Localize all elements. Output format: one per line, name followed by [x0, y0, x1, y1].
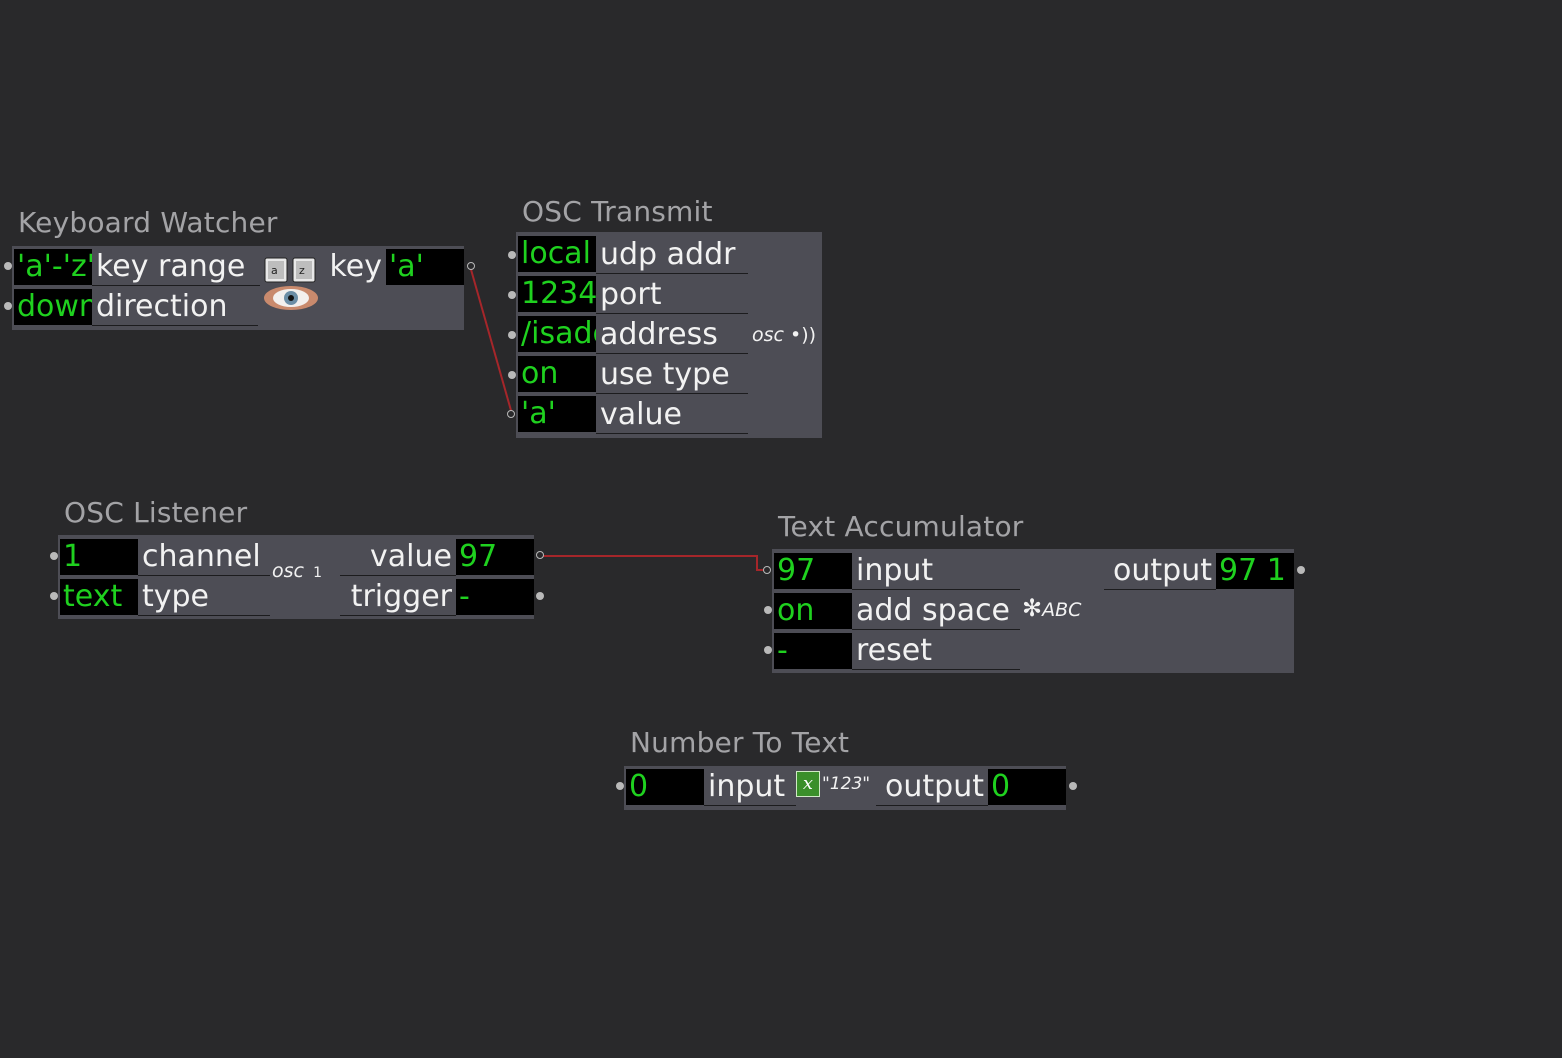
number-to-text-icon: x"123"	[796, 771, 876, 801]
key-range-value[interactable]: 'a'-'z'	[14, 249, 92, 285]
channel-value[interactable]: 1	[60, 539, 138, 575]
reset-label: reset	[852, 634, 1020, 670]
input-port-type[interactable]	[50, 592, 58, 600]
output-value[interactable]: 0	[988, 769, 1066, 805]
channel-label: channel	[138, 540, 270, 576]
actor-body[interactable]	[772, 549, 1294, 673]
input-port-value[interactable]	[507, 410, 515, 418]
add-space-value[interactable]: on	[774, 593, 852, 629]
input-label: input	[852, 554, 1020, 590]
input-port-channel[interactable]	[50, 552, 58, 560]
output-label: output	[876, 770, 988, 806]
value-value[interactable]: 'a'	[518, 396, 596, 432]
svg-text:z: z	[299, 264, 305, 277]
trigger-label: trigger	[340, 580, 456, 616]
key-range-label: key range	[92, 250, 260, 286]
input-port-udp-addr[interactable]	[508, 251, 516, 259]
output-port-trigger[interactable]	[536, 592, 544, 600]
svg-text:a: a	[271, 264, 278, 277]
text-accumulator-icon: ✻ABC	[1022, 594, 1082, 622]
reset-value[interactable]: -	[774, 633, 852, 669]
direction-value[interactable]: down	[14, 289, 92, 325]
port-value[interactable]: 1234	[518, 276, 596, 312]
actor-title: OSC Listener	[64, 496, 248, 529]
trigger-output[interactable]: -	[456, 579, 534, 615]
actor-title: Text Accumulator	[778, 510, 1024, 543]
udp-addr-label: udp addr	[596, 238, 748, 274]
use-type-label: use type	[596, 358, 748, 394]
direction-label: direction	[92, 290, 258, 326]
address-value[interactable]: /isadora/1	[518, 316, 596, 352]
input-value[interactable]: 0	[626, 769, 704, 805]
input-port-address[interactable]	[508, 331, 516, 339]
value-label: value	[596, 398, 748, 434]
osc-listener-icon: osc 1	[272, 560, 336, 590]
input-port-input[interactable]	[763, 566, 771, 574]
type-label: type	[138, 580, 270, 616]
input-port-key-range[interactable]	[4, 262, 12, 270]
input-port-direction[interactable]	[4, 302, 12, 310]
value-label: value	[340, 540, 456, 576]
input-port-port[interactable]	[508, 291, 516, 299]
abc-icon-text: ABC	[1042, 599, 1082, 621]
number-icon-text: "123"	[822, 774, 871, 794]
use-type-value[interactable]: on	[518, 356, 596, 392]
osc-icon-text: osc	[752, 324, 784, 346]
link-value-to-input	[540, 555, 768, 571]
keyboard-eye-icon: a z	[264, 257, 318, 310]
add-space-label: add space	[852, 594, 1020, 630]
osc-icon-text: osc	[272, 560, 304, 582]
key-value[interactable]: 'a'	[386, 249, 464, 285]
actor-title: Keyboard Watcher	[18, 206, 278, 239]
input-port-add-space[interactable]	[764, 606, 772, 614]
type-value[interactable]: text	[60, 579, 138, 615]
actor-title: OSC Transmit	[522, 195, 713, 228]
osc-icon-channel: 1	[313, 565, 322, 581]
address-label: address	[596, 318, 748, 354]
input-port-use-type[interactable]	[508, 371, 516, 379]
output-port-value[interactable]	[536, 551, 544, 559]
x-box-icon: x	[796, 771, 820, 797]
link-key-to-value	[469, 265, 513, 415]
output-port-output[interactable]	[1069, 782, 1077, 790]
output-label: output	[1104, 554, 1216, 590]
output-port-output[interactable]	[1297, 566, 1305, 574]
input-port-input[interactable]	[616, 782, 624, 790]
udp-addr-value[interactable]: local	[518, 236, 596, 272]
value-output[interactable]: 97	[456, 539, 534, 575]
input-value[interactable]: 97	[774, 553, 852, 589]
output-port-key[interactable]	[467, 262, 475, 270]
output-value[interactable]: 97 1	[1216, 553, 1294, 589]
osc-transmit-icon: osc •))	[752, 324, 817, 346]
key-label: key	[329, 250, 382, 284]
input-port-reset[interactable]	[764, 646, 772, 654]
actor-title: Number To Text	[630, 726, 850, 759]
port-label: port	[596, 278, 748, 314]
input-label: input	[704, 770, 796, 806]
